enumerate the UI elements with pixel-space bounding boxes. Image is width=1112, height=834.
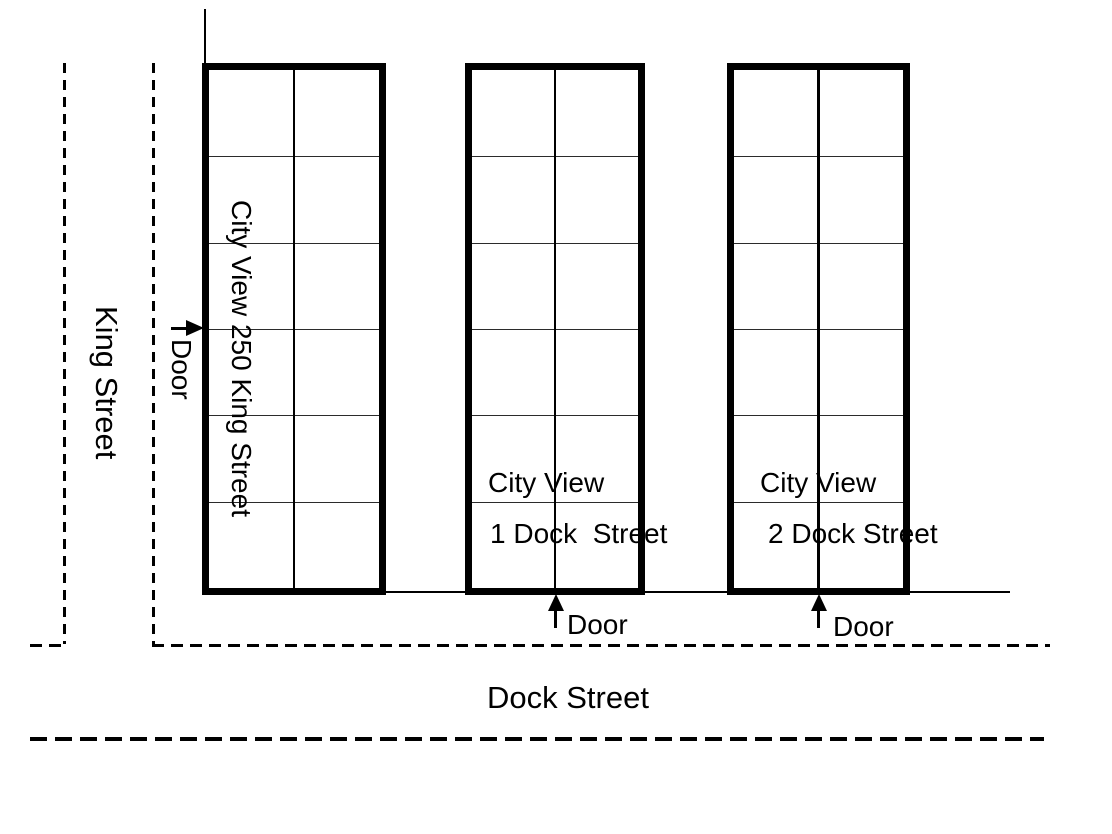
- door-label-2-dock: Door: [833, 611, 894, 642]
- building-2-dock-street-address: 2 Dock Street: [768, 518, 938, 549]
- dock-street-south-dashed-line: [30, 737, 1044, 741]
- building-1-dock-street-address: 1 Dock Street: [490, 518, 668, 549]
- property-boundary-line: [204, 9, 206, 63]
- building-2-dock-street-name: City View: [760, 467, 877, 498]
- door-arrow-icon-250-king: [186, 320, 204, 336]
- door-arrow-shaft-1-dock: [554, 610, 557, 628]
- dock-street-north-dashed-line-west-segment: [30, 644, 65, 647]
- door-arrow-icon-2-dock: [811, 594, 827, 611]
- dock-street-north-dashed-line: [152, 644, 1050, 647]
- window-grid-line-vertical: [554, 70, 556, 588]
- window-grid-line-vertical: [293, 70, 295, 588]
- building-250-king-street: City View 250 King Street: [202, 63, 386, 595]
- king-street-east-dashed-line: [152, 63, 155, 644]
- king-street-label: King Street: [89, 306, 124, 460]
- dock-street-label: Dock Street: [487, 680, 649, 715]
- door-arrow-icon-1-dock: [548, 594, 564, 611]
- building-1-dock-street: City View 1 Dock Street: [465, 63, 667, 595]
- king-street-west-dashed-line: [63, 63, 66, 644]
- door-arrow-shaft-2-dock: [817, 610, 820, 628]
- door-label-250-king: Door: [166, 339, 197, 400]
- building-1-dock-street-name: City View: [488, 467, 605, 498]
- door-label-1-dock: Door: [567, 609, 628, 640]
- building-250-king-street-label: City View 250 King Street: [226, 200, 257, 517]
- building-2-dock-street: City View 2 Dock Street: [727, 63, 938, 595]
- door-arrow-shaft-250-king: [171, 327, 188, 330]
- window-grid-line-vertical: [816, 70, 820, 588]
